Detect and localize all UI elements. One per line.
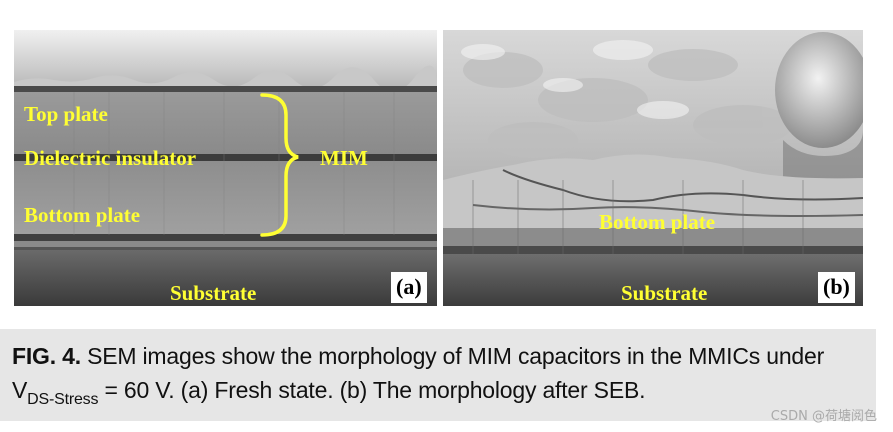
mim-label: MIM [320,146,368,170]
caption-line-2: VDS-Stress = 60 V. (a) Fresh state. (b) … [12,377,646,408]
voltage-subscript: DS-Stress [27,391,99,408]
sem-image-after-seb: Bottom plate Substrate (b) [443,30,863,306]
voltage-variable: V [12,377,28,403]
caption-text-2: = 60 V. (a) Fresh state. (b) The morphol… [98,377,646,403]
figure-label: FIG. 4. [12,343,81,369]
panel-b-tag: (b) [818,272,855,303]
watermark: CSDN @荷塘阅色 [770,409,877,424]
bottom-plate-label-b: Bottom plate [599,210,716,234]
caption-line-1: FIG. 4. SEM images show the morphology o… [12,343,824,370]
figure-caption: FIG. 4. SEM images show the morphology o… [0,329,876,421]
sem-image-fresh: Top plate Dielectric insulator MIM Botto… [14,30,437,306]
sem-image-after-seb-graphic [443,30,863,306]
substrate-label-b: Substrate [621,281,708,305]
panel-a-tag: (a) [391,272,427,303]
substrate-label: Substrate [170,281,257,305]
sem-image-fresh-graphic [14,30,437,306]
top-plate-label: Top plate [24,102,108,126]
bottom-plate-label: Bottom plate [24,203,141,227]
dielectric-insulator-label: Dielectric insulator [24,146,197,170]
caption-text-1: SEM images show the morphology of MIM ca… [80,343,825,369]
